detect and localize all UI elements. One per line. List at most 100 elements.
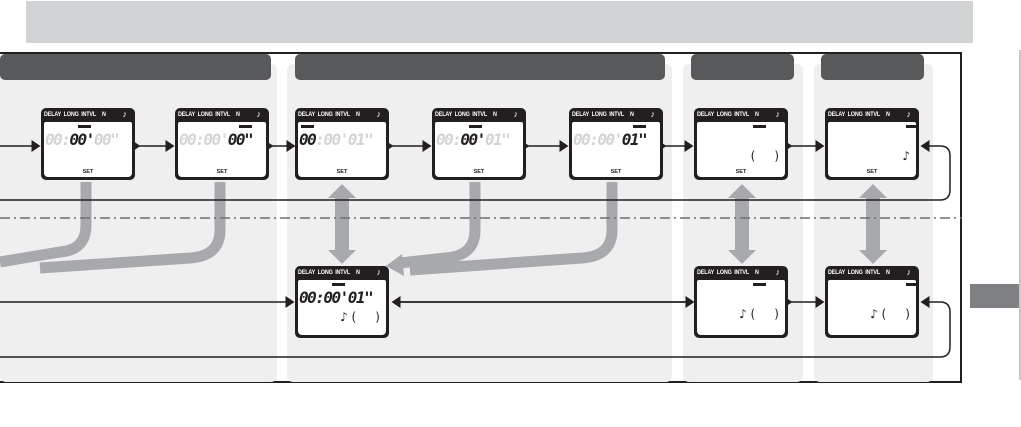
label-intvl: INTVL: [865, 269, 881, 276]
digits-inactive: 00:: [436, 130, 462, 149]
lcd-screen: 00:00'01"SET: [572, 122, 660, 177]
label-intvl: INTVL: [734, 269, 750, 276]
music-note-icon: ♪: [376, 267, 382, 277]
label-intvl: INTVL: [472, 111, 488, 118]
label-long: LONG: [716, 269, 732, 276]
label-n: N: [101, 111, 106, 118]
top-return-loop: [0, 140, 951, 201]
time-digits: 00:00'01": [299, 130, 374, 149]
lcd-symbols: ♪ ( ): [739, 307, 779, 321]
label-n: N: [235, 111, 240, 118]
label-delay: DELAY: [44, 111, 62, 118]
digits-active: 00: [299, 130, 317, 149]
label-long: LONG: [197, 111, 213, 118]
label-intvl: INTVL: [215, 111, 231, 118]
label-intvl: INTVL: [865, 111, 881, 118]
label-intvl: INTVL: [335, 269, 351, 276]
label-n: N: [355, 111, 360, 118]
digits-active: 00': [69, 130, 95, 149]
double-arrow-1: [328, 184, 356, 264]
selection-cursor: [332, 283, 345, 286]
digits-inactive: 00:: [45, 130, 71, 149]
set-indicator: SET: [866, 169, 878, 175]
label-delay: DELAY: [178, 111, 196, 118]
selection-cursor: [906, 283, 919, 286]
label-long: LONG: [847, 111, 863, 118]
time-digits: 00:00'01": [299, 288, 374, 307]
digits-active: 01": [621, 130, 648, 149]
music-note-icon: ♪: [906, 267, 912, 277]
music-note-icon: ♪: [376, 109, 382, 119]
label-long: LONG: [847, 269, 863, 276]
music-note-icon: ♪: [906, 109, 912, 119]
selection-cursor: [753, 125, 766, 128]
time-digits: 00:00'01": [573, 130, 648, 149]
label-n: N: [492, 111, 497, 118]
label-long: LONG: [317, 269, 333, 276]
music-note-icon: ♪: [650, 109, 656, 119]
digits-inactive: 00:00': [573, 130, 623, 149]
set-indicator: SET: [336, 169, 348, 175]
time-digits: 00:00'00": [179, 130, 254, 149]
selection-cursor: [78, 125, 91, 128]
lcd-screen: ♪ ( ): [828, 280, 919, 335]
label-intvl: INTVL: [734, 111, 750, 118]
digits-active: 00:00'01": [299, 288, 374, 307]
music-note-icon: ♪: [775, 267, 781, 277]
selection-cursor: [906, 125, 919, 128]
digits-inactive: 00": [93, 130, 120, 149]
label-n: N: [885, 269, 890, 276]
music-note-icon: ♪: [513, 109, 519, 119]
page-edge: [1019, 50, 1021, 380]
selection-cursor: [469, 125, 482, 128]
selection-cursor: [239, 125, 252, 128]
music-note-icon: ♪: [122, 109, 128, 119]
flow-arrow-4: [409, 182, 618, 276]
lcd-symbols: ( ): [750, 149, 779, 163]
label-delay: DELAY: [298, 111, 316, 118]
double-arrow-3: [859, 184, 887, 264]
label-delay: DELAY: [298, 269, 316, 276]
lcd-symbols: ♪ ( ): [340, 310, 380, 324]
lcd-screen: ( )SET: [697, 122, 785, 177]
lcd-screen: 00:00'01" SET: [298, 122, 386, 177]
section-header-3: [691, 54, 794, 80]
digits-active: 00": [227, 130, 254, 149]
label-delay: DELAY: [697, 269, 715, 276]
label-delay: DELAY: [435, 111, 453, 118]
double-arrows: [328, 184, 887, 264]
lcd-symbols: ♪: [902, 149, 910, 163]
lcd-screen: 00:00'00" SET: [44, 122, 132, 177]
flow-arrow-2: [39, 182, 226, 274]
set-indicator: SET: [82, 169, 94, 175]
label-long: LONG: [63, 111, 79, 118]
flow-arrows: [0, 182, 618, 276]
label-intvl: INTVL: [335, 111, 351, 118]
label-long: LONG: [317, 111, 333, 118]
lcd-screen: 00:00'01" ♪ ( ): [298, 280, 386, 335]
music-note-icon: ♪: [775, 109, 781, 119]
label-long: LONG: [716, 111, 732, 118]
time-digits: 00:00'01": [436, 130, 511, 149]
lcd-screen: 00:00'00"SET: [178, 122, 266, 177]
label-intvl: INTVL: [609, 111, 625, 118]
lcd-screen: ♪ ( ): [697, 280, 785, 335]
selection-cursor: [753, 283, 766, 286]
label-n: N: [629, 111, 634, 118]
label-delay: DELAY: [828, 269, 846, 276]
